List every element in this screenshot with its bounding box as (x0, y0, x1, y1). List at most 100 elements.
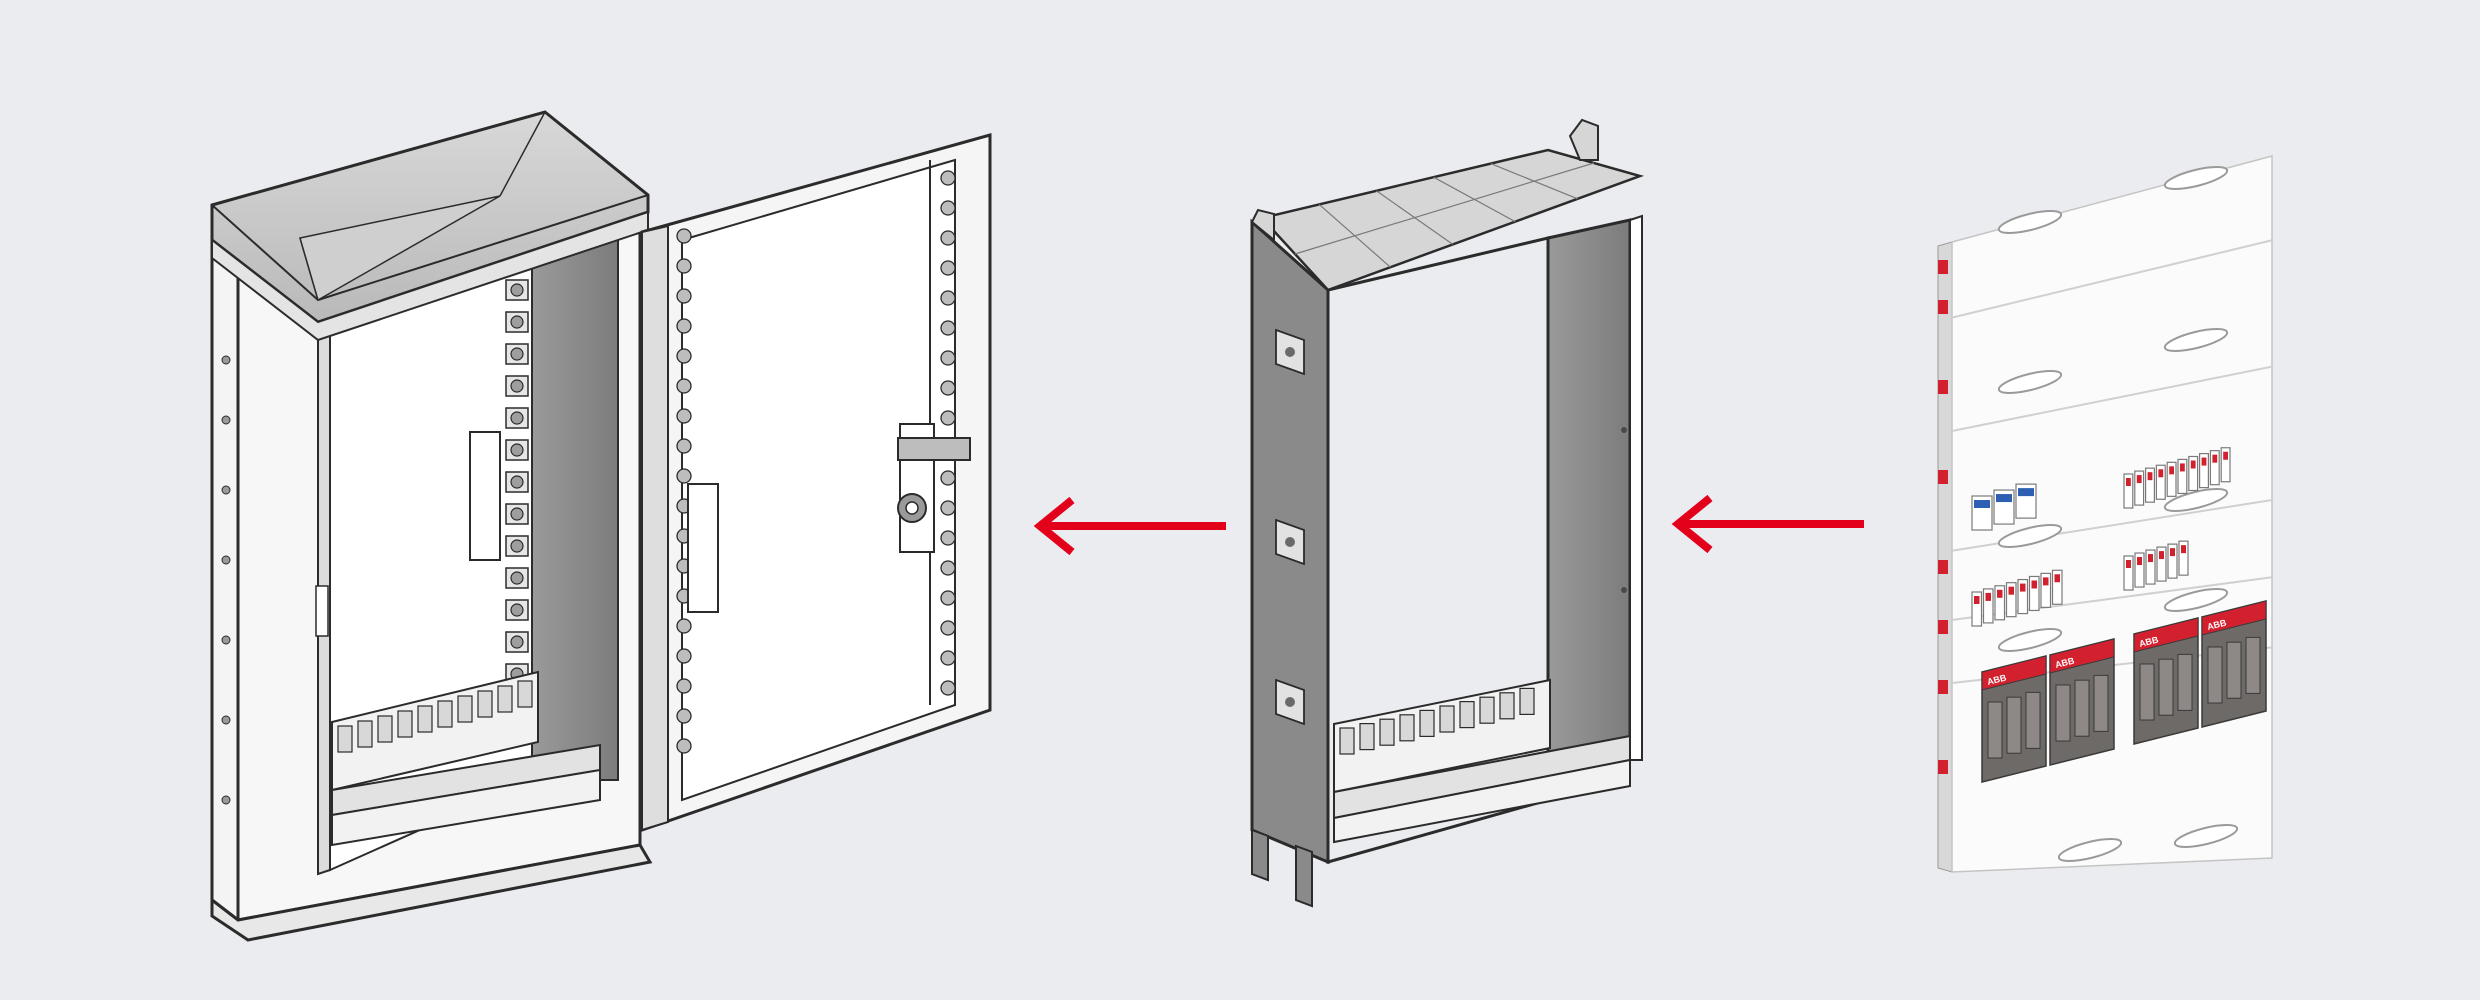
breaker-toggle (2212, 454, 2218, 463)
door-clip-left (676, 348, 692, 364)
door-hinge-strip (641, 224, 669, 832)
door-clip-right (940, 500, 956, 516)
breaker-toggle (1974, 500, 1990, 508)
frame-right-side (1546, 218, 1632, 803)
cover-grip (2163, 328, 2229, 352)
fuse-red-band (2133, 617, 2199, 653)
frame-terminal-block (1333, 678, 1631, 844)
breaker-toggle (1997, 589, 2003, 598)
brand-mark: ABB (2138, 634, 2160, 649)
brand-mark: ABB (2206, 617, 2228, 632)
breaker-module (2134, 552, 2145, 588)
breaker-module (2005, 582, 2017, 618)
rail-clip-screw (510, 635, 524, 649)
terminal-slot (1499, 692, 1515, 720)
fuse-holder (2245, 636, 2261, 694)
breaker-module (2156, 546, 2167, 582)
door-clip-right (940, 470, 956, 486)
rail-marker (1938, 260, 1948, 274)
rail-clip-screw (510, 315, 524, 329)
breaker-toggle (2031, 580, 2037, 589)
wall-hole (221, 635, 231, 645)
breaker-module (2166, 461, 2177, 497)
rail-marker (1938, 560, 1948, 574)
breaker-toggle (2054, 574, 2060, 583)
door-clip-right (940, 230, 956, 246)
rail-clip-screw (510, 443, 524, 457)
cover-grip (2163, 166, 2229, 190)
breaker-module (2220, 447, 2231, 483)
breaker-toggle (1974, 596, 1980, 604)
breaker-toggle (2018, 488, 2034, 497)
breaker-toggle (2190, 460, 2196, 469)
door-lock-icon (897, 423, 971, 553)
door-clip-left (676, 378, 692, 394)
rail-clip-screw (510, 571, 524, 585)
fuse-holder (2074, 679, 2090, 737)
frame-tab-screw (1285, 347, 1295, 357)
door-clip-right (940, 530, 956, 546)
rail-clip-screw (510, 603, 524, 617)
breaker-toggle (2136, 475, 2142, 484)
cabinet-plinth (210, 843, 653, 942)
cabinet-label-plate (469, 431, 501, 561)
door-clip-right (940, 650, 956, 666)
terminal-slot (1519, 687, 1535, 716)
arrow-left-icon (1671, 494, 1864, 554)
terminal-slot (357, 720, 373, 748)
breaker-module (1994, 585, 2006, 621)
wall-hole (221, 355, 231, 365)
door-clip-left (676, 618, 692, 634)
rail-clip-screw (510, 411, 524, 425)
rail-clip-screw (510, 283, 524, 297)
breaker-module (2178, 540, 2189, 576)
breaker-toggle (2201, 457, 2207, 466)
terminal-slot (1439, 705, 1455, 733)
breaker-toggle (2159, 551, 2164, 560)
cabinet-terminal-block (331, 670, 601, 847)
cover-separator (1951, 576, 2273, 621)
door-clip-left (676, 228, 692, 244)
frame-hole (1621, 427, 1627, 433)
terminal-slot (417, 705, 433, 733)
door-clip-left (676, 438, 692, 454)
breaker-module (2051, 569, 2063, 605)
breaker-module (2123, 555, 2134, 591)
rail-marker (1938, 380, 1948, 394)
breaker-module (2188, 455, 2199, 492)
fuse-red-band (1981, 655, 2047, 691)
fuse-holder (1987, 701, 2003, 759)
fuse-holder (2093, 674, 2109, 732)
door-clip-left (676, 708, 692, 724)
breaker-module (2199, 452, 2210, 489)
breaker-module (2155, 464, 2166, 500)
cover-grip (1997, 370, 2063, 394)
wall-slot (315, 585, 329, 637)
brand-mark: ABB (1986, 672, 2008, 687)
breaker-module (1971, 591, 1983, 627)
breaker-toggle (2223, 451, 2228, 460)
cover-line (1294, 162, 1595, 255)
door-clip-left (676, 408, 692, 424)
breaker-module (2167, 543, 2178, 579)
door-clip-left (676, 678, 692, 694)
cover-grip (1997, 628, 2063, 652)
breaker-toggle (1996, 494, 2012, 503)
rail-marker (1938, 680, 1948, 694)
breaker-toggle (1985, 592, 1991, 601)
door-clip-right (940, 380, 956, 396)
breaker-module (1982, 588, 1994, 624)
wall-hole (221, 415, 231, 425)
frame-hole (1621, 587, 1627, 593)
breaker-toggle (2170, 548, 2175, 557)
fuse-holder (2207, 646, 2223, 704)
fuse-holder (2055, 684, 2071, 742)
circuit-breakers (1971, 447, 2231, 627)
door-clip-right (940, 320, 956, 336)
cover-grip (2163, 488, 2229, 512)
breaker-module (2145, 549, 2156, 585)
door-clip-left (676, 468, 692, 484)
rail-clip-screw (510, 539, 524, 553)
